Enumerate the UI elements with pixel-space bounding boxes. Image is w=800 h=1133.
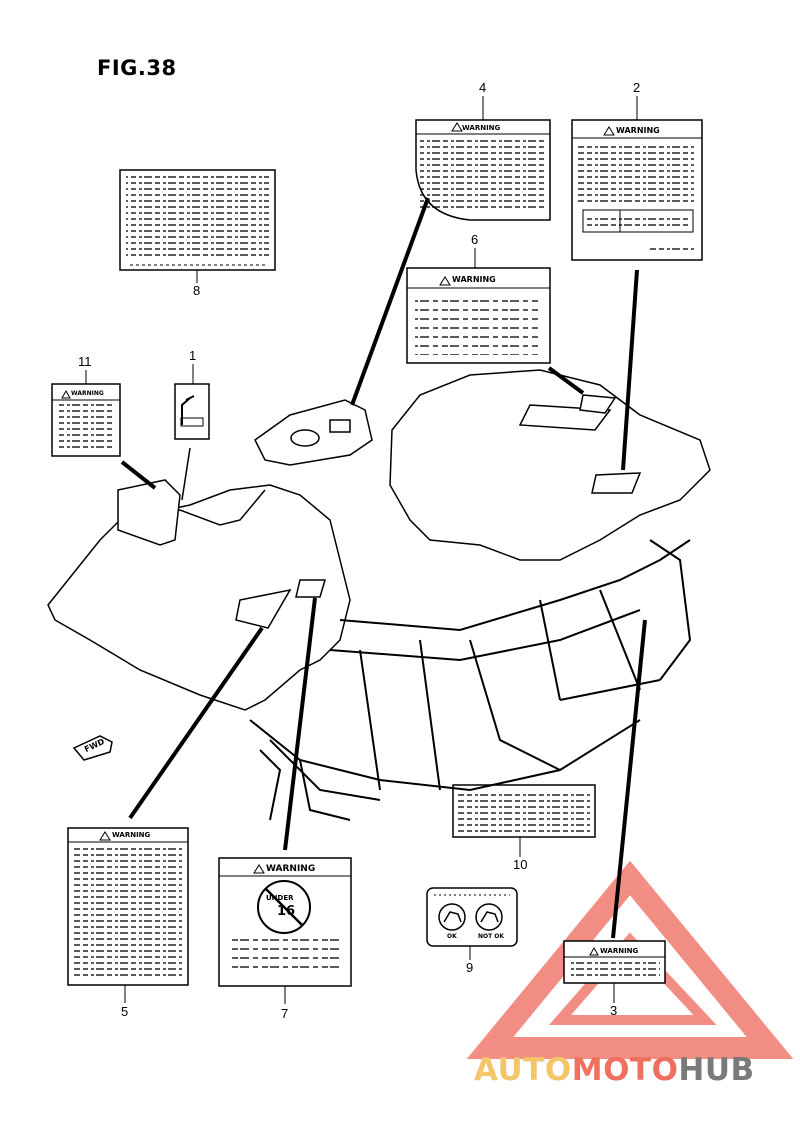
callout-7: 7 bbox=[281, 1006, 289, 1021]
label-2-warning-text: WARNING bbox=[616, 126, 660, 135]
callout-2: 2 bbox=[633, 80, 641, 95]
label-3-warning-text: WARNING bbox=[600, 947, 639, 955]
label-7-under-text: UNDER bbox=[266, 894, 294, 902]
watermark-part2: MOTO bbox=[571, 1052, 679, 1088]
callout-3: 3 bbox=[610, 1003, 618, 1018]
callout-5: 5 bbox=[121, 1004, 129, 1019]
label-6-warning-text: WARNING bbox=[452, 275, 496, 284]
callout-10: 10 bbox=[513, 857, 528, 872]
label-9-panel bbox=[426, 887, 518, 947]
label-6-panel bbox=[406, 267, 551, 364]
seat-cover bbox=[254, 399, 373, 466]
label-1-panel bbox=[174, 383, 210, 440]
callout-4: 4 bbox=[479, 80, 487, 95]
frame bbox=[249, 539, 692, 821]
watermark-part1: AUTO bbox=[474, 1052, 572, 1088]
label-4-warning-text: WARNING bbox=[462, 124, 501, 132]
label-7-warning-text: WARNING bbox=[266, 864, 316, 874]
label-7-panel bbox=[218, 857, 352, 987]
label-5-warning-text: WARNING bbox=[112, 831, 151, 839]
label-9-ok-text: OK bbox=[447, 933, 457, 940]
watermark-part3: HUB bbox=[678, 1052, 755, 1088]
label-11-warning-text: WARNING bbox=[71, 390, 104, 397]
fwd-arrow-icon bbox=[72, 735, 113, 761]
label-7-age-text: 16 bbox=[277, 904, 296, 919]
callout-11: 11 bbox=[78, 354, 92, 369]
front-fender bbox=[47, 479, 351, 711]
callout-1: 1 bbox=[189, 348, 197, 363]
leader-lines bbox=[85, 96, 647, 1004]
label-9-not-ok-text: NOT OK bbox=[478, 933, 505, 940]
rear-fender bbox=[389, 369, 711, 561]
callout-6: 6 bbox=[471, 232, 479, 247]
label-2-panel bbox=[571, 119, 703, 261]
label-10-panel bbox=[452, 784, 596, 838]
label-5-panel bbox=[67, 827, 189, 986]
callout-9: 9 bbox=[466, 960, 474, 975]
label-8-panel bbox=[119, 169, 276, 271]
label-3-panel bbox=[563, 940, 666, 984]
figure-title: FIG.38 bbox=[97, 56, 177, 80]
label-11-panel bbox=[51, 383, 121, 457]
label-4-panel bbox=[415, 119, 551, 221]
callout-8: 8 bbox=[193, 283, 201, 298]
watermark-text: AUTOMOTOHUB bbox=[474, 1052, 755, 1088]
